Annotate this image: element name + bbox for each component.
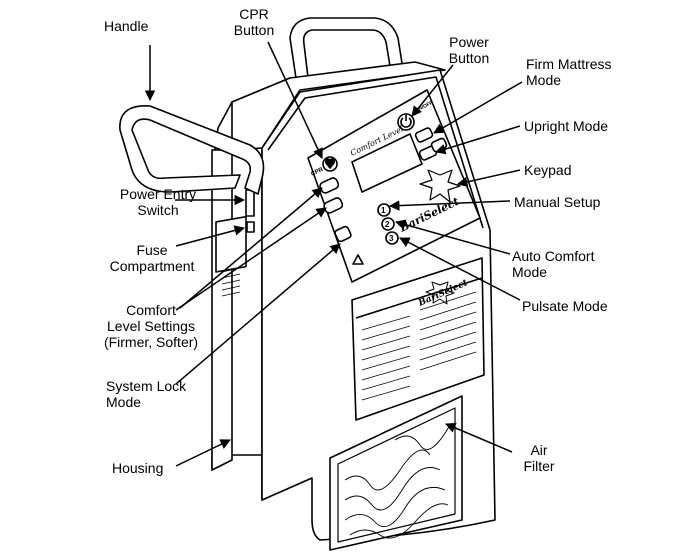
- mode-2-number: 2: [385, 220, 390, 229]
- callout-arrows: [144, 41, 523, 467]
- label-air-filter: Air Filter: [523, 442, 555, 474]
- front-handle[interactable]: [119, 105, 265, 195]
- lock-button[interactable]: [334, 225, 352, 243]
- arrow-softer: [175, 207, 327, 311]
- label-cpr-button: CPR Button: [233, 6, 275, 38]
- arrow-power: [411, 64, 454, 117]
- arrow-keypad: [456, 169, 521, 188]
- mode-3-number: 3: [389, 234, 394, 243]
- arrow-housing: [175, 439, 231, 467]
- power-icon: [400, 115, 412, 128]
- arrow-air-filter: [445, 422, 513, 453]
- arrow-lock: [175, 243, 341, 385]
- device-illustration: [119, 17, 496, 551]
- label-star-icon: [425, 281, 455, 305]
- arrow-pulsate: [399, 237, 521, 301]
- label-auto-comfort-mode: Auto Comfort Mode: [512, 248, 595, 280]
- display-window: [351, 133, 423, 193]
- air-filter: [329, 395, 463, 551]
- arrow-auto-comfort: [394, 219, 511, 255]
- power-entry-switch[interactable]: [245, 189, 255, 217]
- label-power-button: Power Button: [448, 34, 490, 66]
- label-power-entry-switch: Power Entry Switch: [119, 186, 197, 218]
- mode-1-number: 1: [381, 206, 386, 215]
- firm-button[interactable]: [414, 127, 434, 143]
- label-fuse-compartment: Fuse Compartment: [109, 242, 195, 274]
- fuse-compartment: [246, 221, 255, 233]
- mode-3-button[interactable]: [385, 231, 399, 245]
- label-pulsate-mode: Pulsate Mode: [522, 298, 608, 314]
- instruction-label: [351, 257, 485, 421]
- label-housing: Housing: [112, 460, 164, 476]
- heart-icon: [324, 158, 336, 169]
- label-firm-mattress-mode: Firm Mattress Mode: [526, 56, 612, 88]
- warning-triangle-icon: [352, 254, 364, 265]
- cpr-text: CPR: [310, 167, 325, 178]
- label-comfort-level-settings: Comfort Level Settings (Firmer, Softer): [103, 302, 199, 350]
- mode-2-button[interactable]: [381, 217, 395, 231]
- label-handle: Handle: [104, 18, 149, 34]
- label-upright-mode: Upright Mode: [524, 118, 609, 134]
- arrow-firm: [433, 81, 523, 134]
- label-system-lock-mode: System Lock Mode: [106, 378, 187, 410]
- side-warning-label: [215, 215, 247, 273]
- arrow-firmer: [179, 187, 323, 309]
- brand-star-icon: [419, 169, 461, 203]
- label-keypad: Keypad: [524, 162, 572, 178]
- label-manual-setup: Manual Setup: [514, 194, 601, 210]
- arrow-fuse: [175, 225, 246, 247]
- arrow-cpr: [267, 41, 323, 159]
- arrow-upright: [434, 125, 521, 155]
- arrow-manual: [388, 200, 511, 211]
